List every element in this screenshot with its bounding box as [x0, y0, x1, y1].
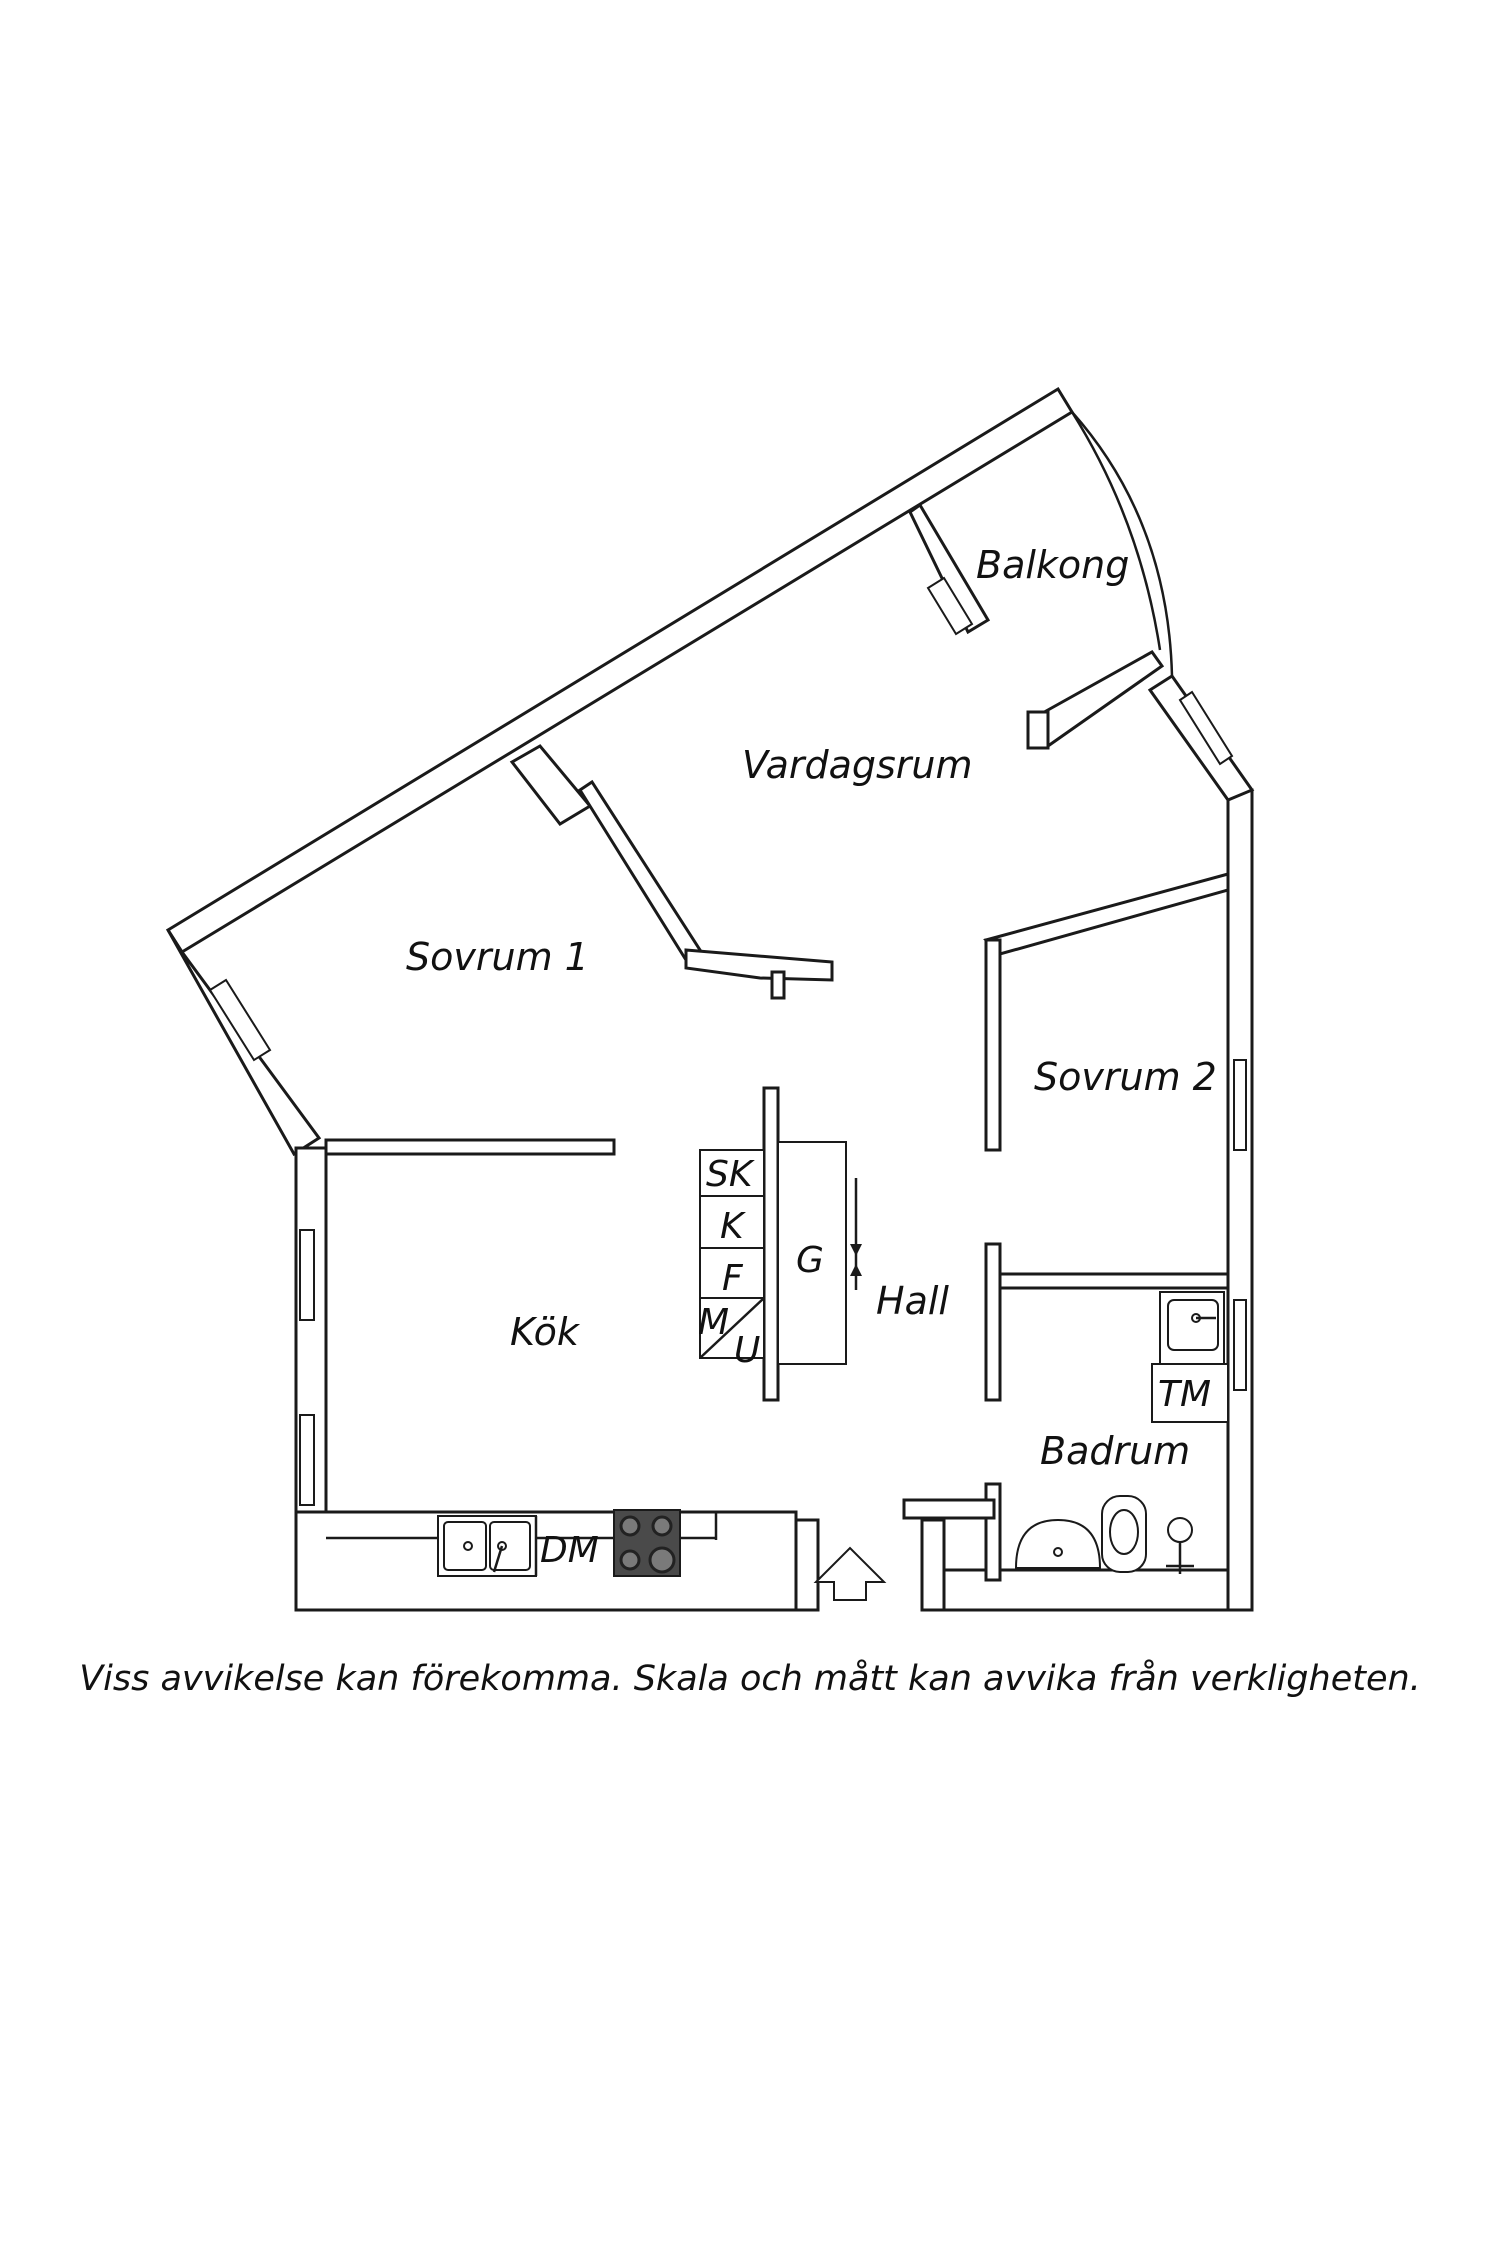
wall-wardrobe	[762, 1086, 780, 1402]
window-kok-1	[299, 1229, 315, 1321]
wall-sovrum2-badrum	[998, 1272, 1230, 1290]
label-tm: TM	[1158, 1374, 1211, 1415]
washbasin-drain	[1053, 1547, 1063, 1557]
wall-badrum-west	[984, 1482, 1002, 1582]
wall-northeast	[1147, 673, 1255, 802]
door-arrow-down-icon	[850, 1244, 862, 1256]
label-sk: SK	[706, 1154, 755, 1195]
window-sovrum2	[1233, 1059, 1247, 1151]
wardrobe-mu-diagonal	[699, 1297, 765, 1359]
window-vardagsrum-ne	[1178, 690, 1234, 766]
door-arrow-up-icon	[850, 1264, 862, 1276]
burner-4	[648, 1546, 676, 1574]
label-kok: Kök	[510, 1310, 581, 1354]
wardrobe-g	[777, 1141, 847, 1365]
label-sovrum1: Sovrum 1	[406, 935, 589, 979]
entrance-arrow-icon	[813, 1546, 887, 1601]
disclaimer-text: Viss avvikelse kan förekomma. Skala och …	[79, 1658, 1421, 1699]
label-f: F	[722, 1258, 744, 1299]
window-sovrum1	[208, 978, 272, 1062]
washbasin-icon	[1014, 1518, 1102, 1569]
sink-tap	[492, 1545, 504, 1573]
wall-balcony-stub	[1026, 710, 1050, 750]
wall-sovrum1-vardagsrum-diag	[577, 779, 703, 963]
wall-balcony-south	[1027, 650, 1165, 749]
wall-sovrum2-top	[983, 872, 1230, 956]
label-m: M	[698, 1302, 729, 1343]
balcony-curve	[1056, 388, 1162, 651]
label-balkong: Balkong	[976, 543, 1129, 587]
label-g: G	[796, 1240, 824, 1281]
wall-south-left	[294, 1510, 798, 1612]
entrance-recess-right	[920, 1518, 946, 1612]
label-hall: Hall	[876, 1279, 949, 1323]
wardrobe-sk	[699, 1149, 765, 1197]
toilet-seat	[1109, 1509, 1139, 1555]
shower-icon	[1167, 1517, 1193, 1543]
wall-east	[1226, 788, 1254, 1612]
wall-vardagsrum-stub	[684, 948, 834, 982]
sink-badrum	[1167, 1299, 1219, 1351]
balcony-curve-outer	[1071, 411, 1174, 677]
sink-drain-left	[463, 1541, 473, 1551]
wardrobe-f	[699, 1247, 765, 1299]
burner-2	[651, 1515, 673, 1537]
label-u: U	[734, 1330, 760, 1371]
wall-north-diagonal	[165, 386, 1075, 955]
sink-basin-right	[489, 1521, 531, 1571]
wardrobe-k	[699, 1195, 765, 1249]
tm-box	[1151, 1363, 1229, 1423]
window-badrum	[1233, 1299, 1247, 1391]
door-balcony	[926, 576, 974, 636]
burner-1	[619, 1515, 641, 1537]
label-sovrum2: Sovrum 2	[1034, 1055, 1217, 1099]
entrance-recess-left	[794, 1518, 820, 1612]
wall-sovrum1-kok	[324, 1138, 616, 1156]
label-badrum: Badrum	[1040, 1429, 1190, 1473]
burner-3	[619, 1549, 641, 1571]
wall-sovrum2-west-low	[984, 1242, 1002, 1402]
label-vardagsrum: Vardagsrum	[742, 743, 973, 787]
label-dm: DM	[540, 1530, 599, 1571]
wall-hall-stub	[902, 1498, 996, 1520]
wall-sovrum2-west	[984, 938, 1002, 1152]
window-kok-2	[299, 1414, 315, 1506]
wall-vardagsrum-tee	[770, 970, 786, 1000]
wall-sovrum1-vardagsrum-top	[509, 744, 593, 826]
label-k: K	[720, 1206, 746, 1247]
